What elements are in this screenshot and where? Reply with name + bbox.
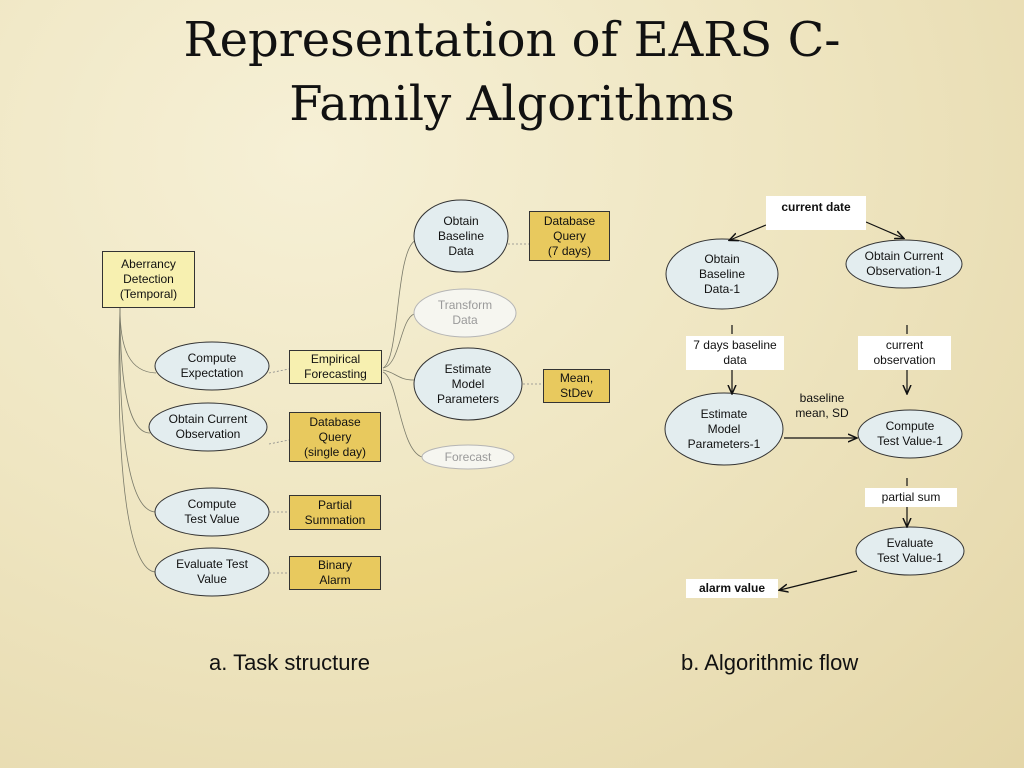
subtask-transform-data-label: Transform Data bbox=[437, 298, 493, 327]
ellipse-obtain-baseline-data-1 bbox=[665, 238, 779, 310]
flow-compute-test-value-1-label: Compute Test Value-1 bbox=[877, 419, 943, 448]
task-ellipses bbox=[148, 199, 523, 597]
subtask-obtain-baseline-data-label: Obtain Baseline Data bbox=[437, 213, 485, 258]
task-compute-test-value-label: Compute Test Value bbox=[184, 497, 240, 526]
method-binary-alarm: Binary Alarm bbox=[289, 556, 381, 590]
title-line-1: Representation of EARS C- bbox=[183, 12, 841, 68]
arrow-evaluate-to-alarm bbox=[780, 570, 858, 590]
ellipse-estimate-model-parameters-1 bbox=[664, 392, 784, 466]
caption-algorithmic-flow: b. Algorithmic flow bbox=[681, 650, 859, 675]
subtask-forecast-label: Forecast bbox=[444, 449, 492, 464]
connector-ef-transform bbox=[382, 313, 415, 369]
flow-stub-lines bbox=[731, 325, 908, 486]
ellipse-obtain-baseline-data bbox=[413, 199, 509, 273]
flow-baseline-mean-sd: baseline mean, SD bbox=[795, 391, 849, 420]
task-obtain-current-observation-label: Obtain Current Observation bbox=[168, 412, 248, 441]
task-compute-expectation-label: Compute Expectation bbox=[180, 351, 244, 380]
flow-ellipses bbox=[664, 238, 965, 576]
submethod-mean-stdev: Mean, StDev bbox=[543, 369, 610, 403]
method-empirical-forecasting: Empirical Forecasting bbox=[289, 350, 382, 384]
dotted-oco-db bbox=[268, 439, 290, 445]
dotted-ce-ef bbox=[268, 368, 290, 374]
connector-ef-estimate bbox=[382, 369, 415, 381]
arrow-date-to-observation bbox=[865, 221, 903, 238]
flow-seven-days-baseline-data: 7 days baseline data bbox=[686, 336, 784, 370]
method-database-query-single: Database Query (single day) bbox=[289, 412, 381, 462]
connector-ef-forecast bbox=[382, 371, 423, 458]
flow-alarm-value: alarm value bbox=[686, 579, 778, 598]
connector-ef-obtain-baseline bbox=[382, 239, 417, 369]
task-evaluate-test-value-label: Evaluate Test Value bbox=[176, 557, 248, 586]
root-aberrancy-detection: Aberrancy Detection (Temporal) bbox=[102, 251, 195, 308]
flow-partial-sum: partial sum bbox=[865, 488, 957, 507]
caption-task-structure: a. Task structure bbox=[209, 650, 370, 675]
flow-obtain-current-observation-1-label: Obtain Current Observation-1 bbox=[864, 249, 944, 278]
slide-title: Representation of EARS C- Family Algorit… bbox=[0, 8, 1024, 136]
ellipse-obtain-current-observation bbox=[148, 402, 268, 452]
ellipse-obtain-current-observation-1 bbox=[845, 239, 963, 289]
arrow-date-to-baseline bbox=[730, 224, 767, 240]
connector-root-compute-test-value bbox=[119, 307, 157, 513]
connector-root-compute-expectation bbox=[119, 307, 157, 374]
connector-root-evaluate-test-value bbox=[118, 307, 157, 573]
ellipse-compute-test-value-1 bbox=[857, 409, 963, 459]
flow-current-date: current date bbox=[766, 196, 866, 230]
ellipse-transform-data bbox=[413, 288, 517, 338]
flow-estimate-model-parameters-1-label: Estimate Model Parameters-1 bbox=[687, 406, 761, 451]
task-faded-ellipses bbox=[413, 288, 517, 470]
ellipse-compute-test-value bbox=[154, 487, 270, 537]
flow-evaluate-test-value-1-label: Evaluate Test Value-1 bbox=[877, 536, 943, 565]
submethod-database-query-7: Database Query (7 days) bbox=[529, 211, 610, 261]
method-partial-summation: Partial Summation bbox=[289, 495, 381, 530]
flow-arrows bbox=[730, 221, 907, 590]
title-line-2: Family Algorithms bbox=[289, 76, 735, 132]
task-tree-connectors bbox=[118, 239, 423, 573]
subtask-estimate-model-parameters-label: Estimate Model Parameters bbox=[436, 361, 500, 406]
ellipse-estimate-model-parameters bbox=[413, 347, 523, 421]
ellipse-forecast bbox=[421, 444, 515, 470]
flow-current-observation: current observation bbox=[858, 336, 951, 370]
flow-obtain-baseline-data-1-label: Obtain Baseline Data-1 bbox=[698, 251, 746, 296]
ellipse-evaluate-test-value bbox=[154, 547, 270, 597]
ellipse-compute-expectation bbox=[154, 341, 270, 391]
task-dotted-links bbox=[268, 243, 543, 574]
connector-root-obtain-observation bbox=[119, 307, 151, 434]
